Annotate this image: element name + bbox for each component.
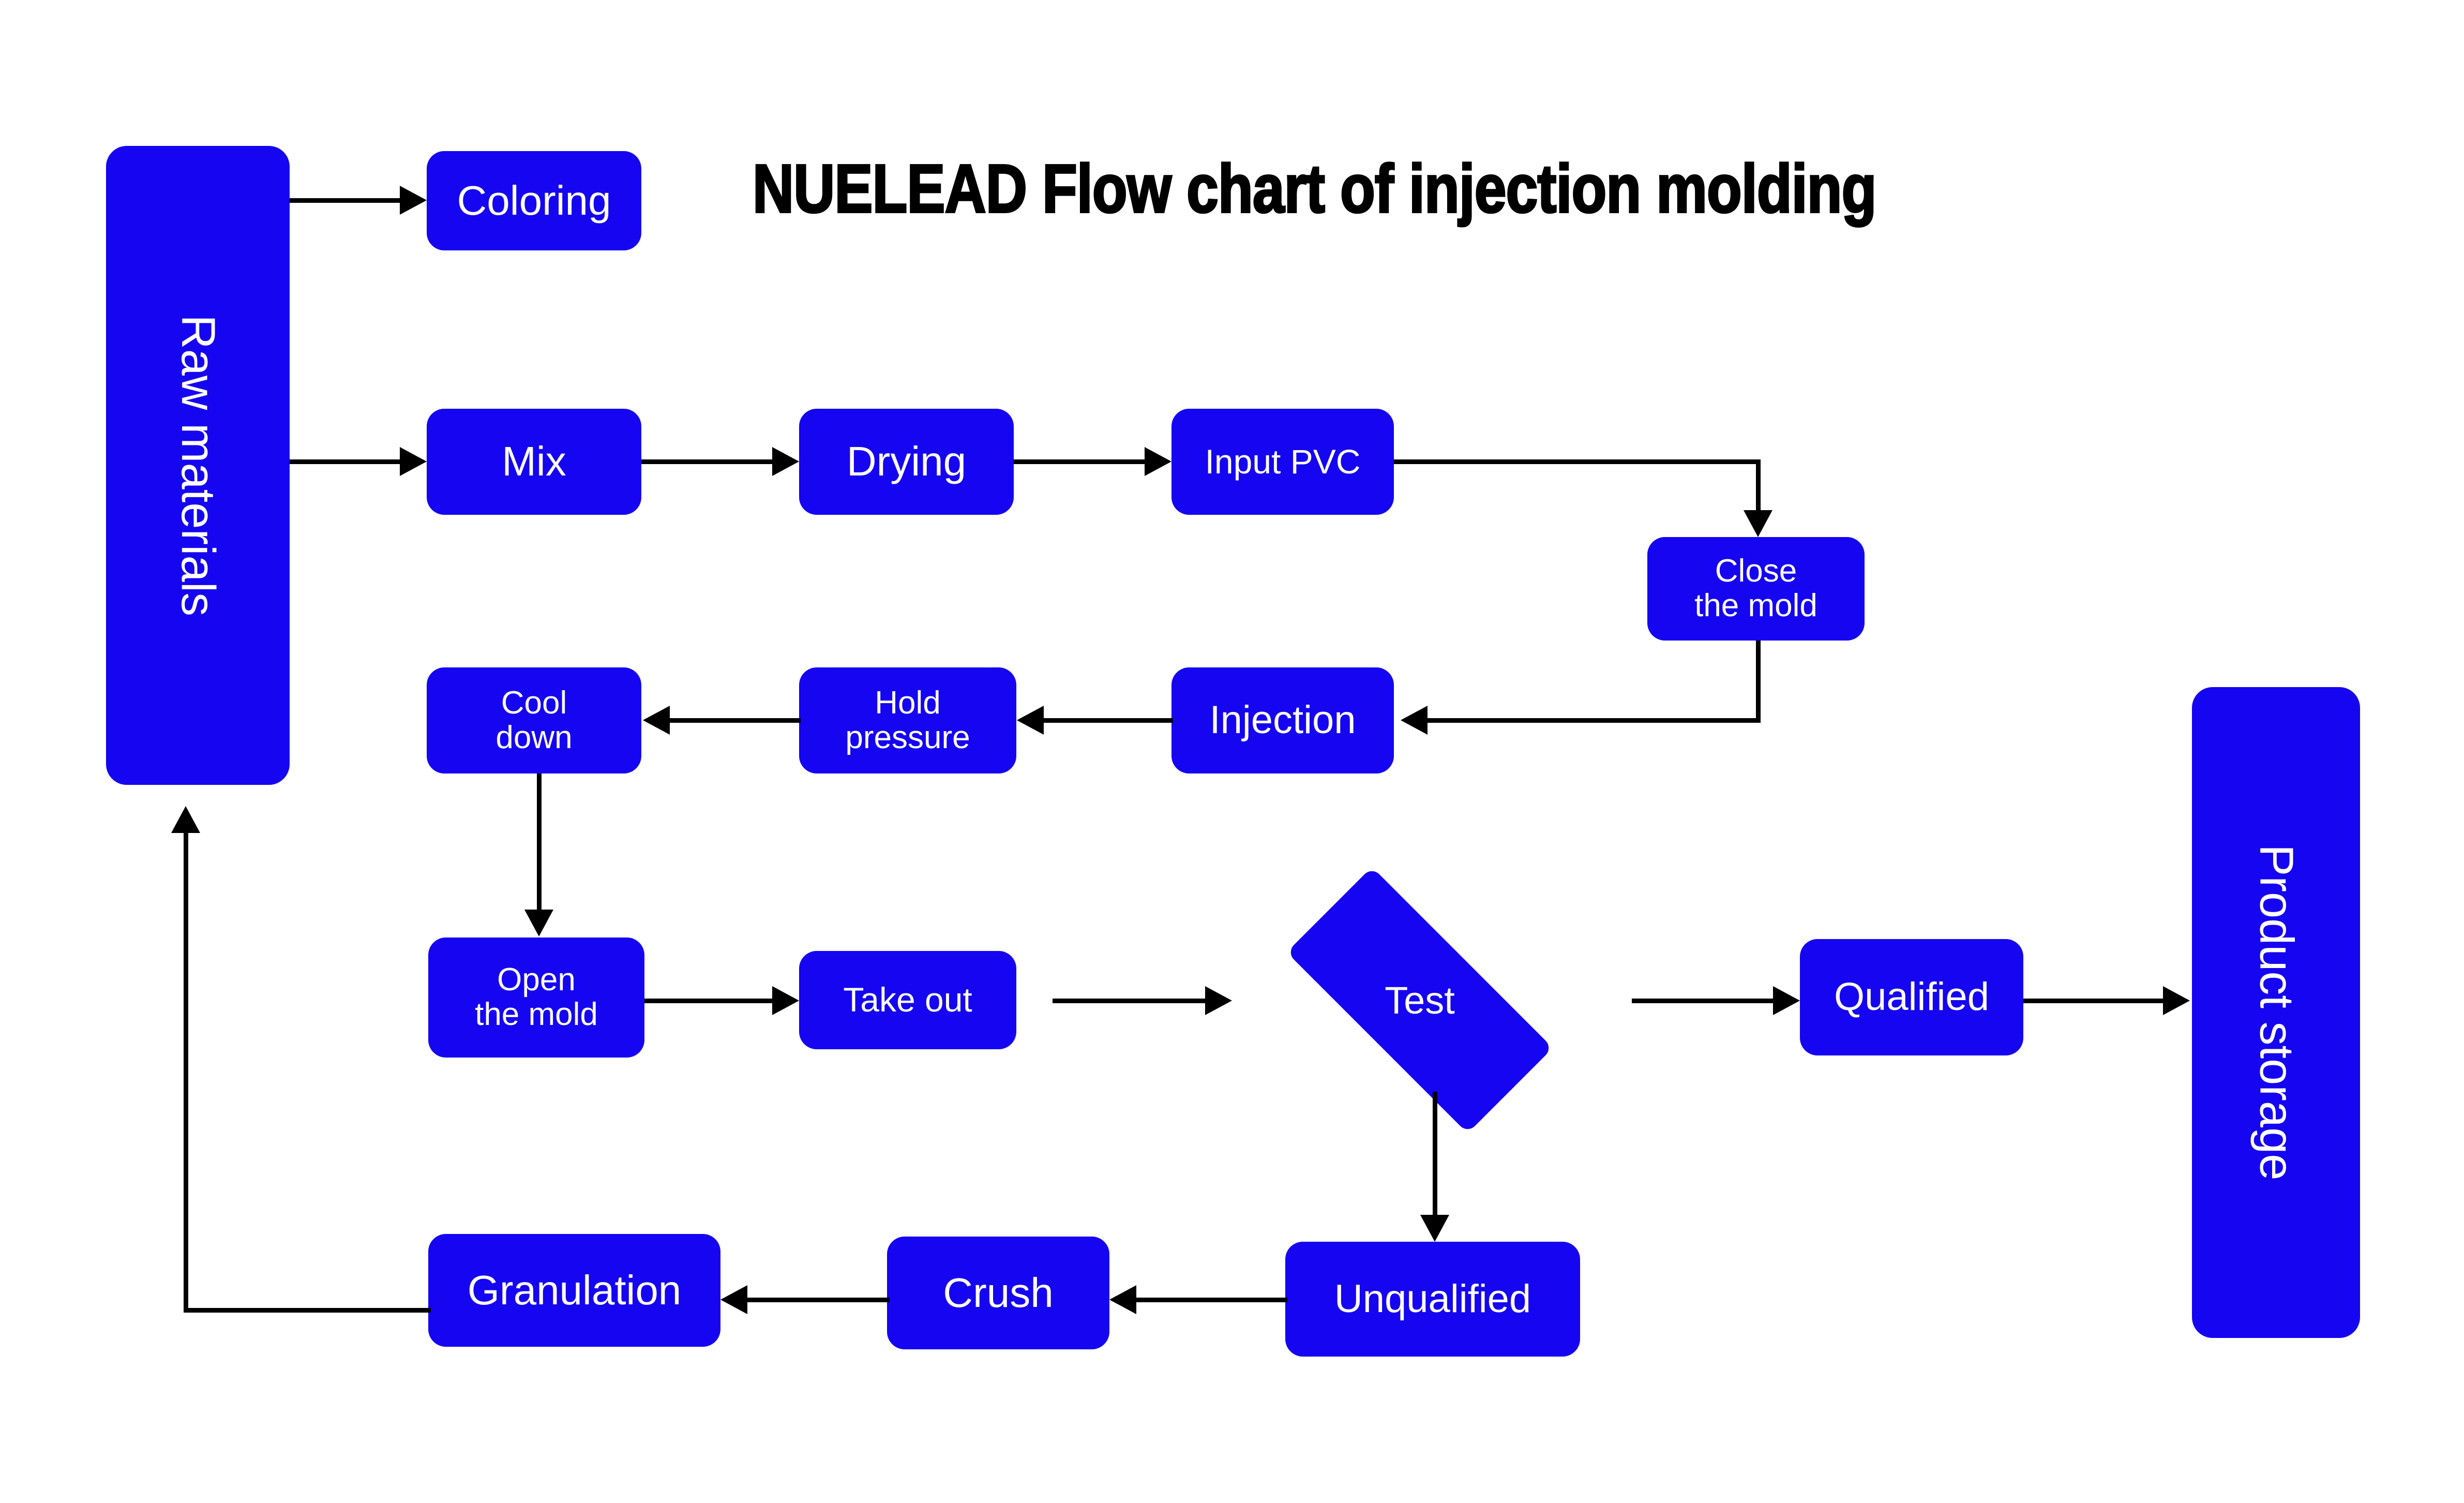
node-input-pvc[interactable]: Input PVC <box>1171 409 1394 515</box>
edge-unqualified-to-crush-line <box>1136 1298 1287 1302</box>
edge-test-to-qualified-arrowhead <box>1773 986 1800 1015</box>
edge-close-mold-to-injection-vline <box>1756 641 1761 721</box>
edge-qualified-to-product-storage-arrowhead <box>2163 986 2190 1015</box>
edge-granulation-to-raw-materials-vline <box>184 832 188 1311</box>
edge-raw-materials-to-mix-line <box>290 459 400 464</box>
node-product-storage[interactable]: Product storage <box>2192 687 2360 1338</box>
node-drying[interactable]: Drying <box>799 409 1014 515</box>
edge-open-mold-to-take-out-arrowhead <box>772 986 799 1015</box>
edge-cool-down-to-open-mold-line <box>537 773 542 911</box>
node-close-the-mold-label: Close the mold <box>1694 553 1817 623</box>
edge-take-out-to-test-line <box>1053 999 1205 1003</box>
edge-injection-to-hold-pressure-arrowhead <box>1017 706 1044 735</box>
edge-unqualified-to-crush-arrowhead <box>1109 1285 1136 1314</box>
node-drying-label: Drying <box>846 438 967 485</box>
edge-input-pvc-to-close-mold-arrowhead <box>1744 510 1772 537</box>
edge-granulation-to-raw-materials-hline <box>184 1308 431 1313</box>
node-unqualified-label: Unqualified <box>1334 1276 1531 1321</box>
node-crush-label: Crush <box>943 1269 1054 1316</box>
node-test-label: Test <box>1385 978 1455 1022</box>
node-qualified-label: Qualified <box>1834 975 1989 1019</box>
edge-injection-to-hold-pressure-line <box>1044 718 1173 723</box>
page-title: NUELEAD Flow chart of injection molding <box>752 150 1877 228</box>
node-mix[interactable]: Mix <box>427 409 641 515</box>
node-crush[interactable]: Crush <box>887 1237 1109 1349</box>
edge-open-mold-to-take-out-line <box>644 999 772 1003</box>
edge-drying-to-input-pvc-line <box>1014 459 1145 464</box>
node-take-out-label: Take out <box>843 980 972 1019</box>
node-cool-down[interactable]: Cool down <box>427 667 641 773</box>
edge-test-to-unqualified-arrowhead <box>1420 1215 1449 1242</box>
node-test[interactable]: Test <box>1239 867 1601 1134</box>
edge-close-mold-to-injection-arrowhead <box>1401 706 1428 735</box>
edge-raw-materials-to-coloring-arrowhead <box>400 186 427 215</box>
node-close-the-mold[interactable]: Close the mold <box>1647 537 1865 641</box>
edge-input-pvc-to-close-mold-hline <box>1394 459 1761 464</box>
edge-test-to-unqualified-line <box>1433 1092 1437 1216</box>
node-open-the-mold-label: Open the mold <box>475 962 598 1032</box>
node-product-storage-label: Product storage <box>2250 844 2303 1181</box>
edge-mix-to-drying-line <box>641 459 772 464</box>
node-open-the-mold[interactable]: Open the mold <box>428 937 644 1058</box>
edge-crush-to-granulation-line <box>747 1298 890 1302</box>
node-coloring[interactable]: Coloring <box>427 151 641 250</box>
node-cool-down-label: Cool down <box>495 684 573 755</box>
edge-hold-pressure-to-cool-down-line <box>670 718 801 723</box>
edge-mix-to-drying-arrowhead <box>772 447 799 476</box>
edge-input-pvc-to-close-mold-vline <box>1756 459 1761 511</box>
node-coloring-label: Coloring <box>457 177 611 224</box>
node-granulation[interactable]: Granulation <box>428 1234 720 1347</box>
node-qualified[interactable]: Qualified <box>1800 939 2023 1055</box>
edge-cool-down-to-open-mold-arrowhead <box>524 910 553 936</box>
node-take-out[interactable]: Take out <box>799 951 1016 1049</box>
edge-granulation-to-raw-materials-arrowhead <box>171 806 200 833</box>
edge-raw-materials-to-coloring-line <box>290 198 400 203</box>
node-granulation-label: Granulation <box>467 1267 682 1313</box>
edge-test-to-qualified-line <box>1632 999 1773 1003</box>
node-raw-materials[interactable]: Raw materials <box>106 146 290 785</box>
edge-crush-to-granulation-arrowhead <box>720 1285 747 1314</box>
node-unqualified[interactable]: Unqualified <box>1285 1242 1580 1357</box>
edge-raw-materials-to-mix-arrowhead <box>400 447 427 476</box>
node-mix-label: Mix <box>502 438 566 485</box>
edge-qualified-to-product-storage-line <box>2023 999 2163 1003</box>
node-raw-materials-label: Raw materials <box>172 315 225 616</box>
edge-take-out-to-test-arrowhead <box>1205 986 1232 1015</box>
node-injection[interactable]: Injection <box>1171 667 1394 773</box>
node-injection-label: Injection <box>1209 698 1356 742</box>
node-input-pvc-label: Input PVC <box>1205 442 1361 481</box>
node-hold-pressure-label: Hold pressure <box>845 684 970 755</box>
node-hold-pressure[interactable]: Hold pressure <box>799 667 1016 773</box>
edge-hold-pressure-to-cool-down-arrowhead <box>643 706 670 735</box>
edge-close-mold-to-injection-hline <box>1428 718 1761 723</box>
edge-drying-to-input-pvc-arrowhead <box>1145 447 1171 476</box>
